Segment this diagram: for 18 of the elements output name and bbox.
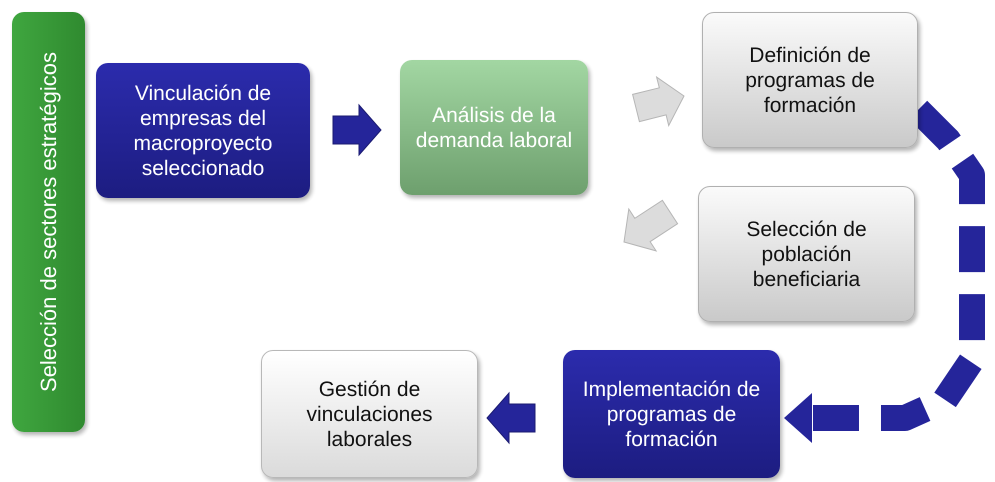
block-arrow bbox=[623, 200, 678, 252]
process-box bbox=[698, 186, 915, 322]
box-label: Selección de sectores estratégicos bbox=[36, 51, 62, 394]
process-box bbox=[400, 60, 588, 195]
process-box bbox=[261, 350, 478, 478]
process-box bbox=[702, 12, 918, 148]
box-label: Gestión de vinculaciones laborales bbox=[305, 376, 434, 452]
block-arrow bbox=[486, 392, 536, 444]
block-arrow bbox=[632, 76, 685, 128]
box-label: Implementación de programas de formación bbox=[582, 376, 762, 452]
box-label: Vinculación de empresas del macroproyecto seleccionado bbox=[132, 80, 274, 180]
process-box bbox=[563, 350, 780, 478]
process-box bbox=[96, 63, 310, 198]
block-arrow bbox=[332, 104, 382, 156]
process-box bbox=[12, 12, 85, 432]
box-label: Selección de población beneficiaria bbox=[745, 216, 868, 292]
box-label: Análisis de la demanda laboral bbox=[414, 102, 574, 152]
box-label: Definición de programas de formación bbox=[744, 42, 876, 118]
